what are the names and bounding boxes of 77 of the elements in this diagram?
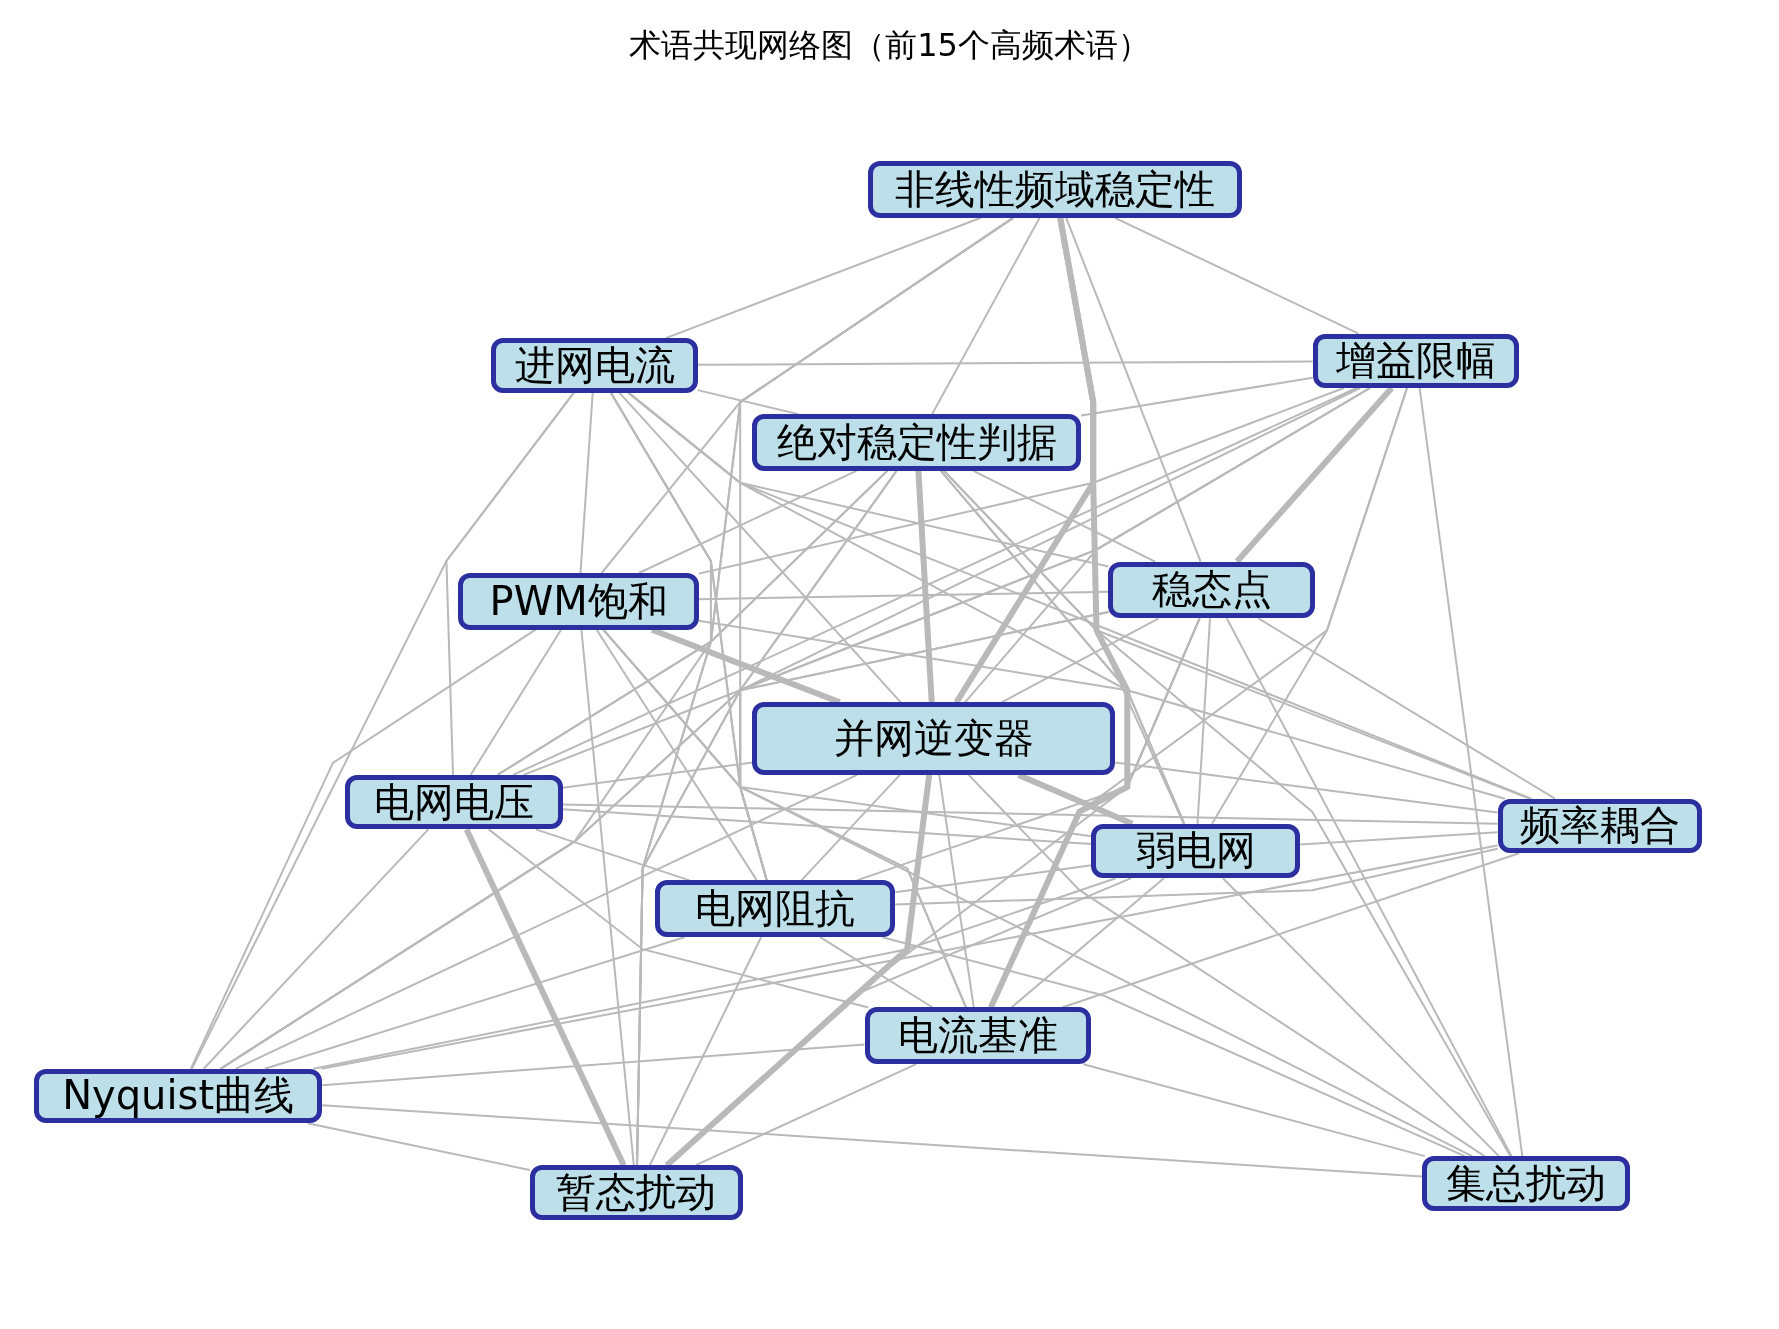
- co-occurrence-line: [320, 844, 1499, 1070]
- co-occurrence-line: [190, 391, 575, 1070]
- co-occurrence-line: [219, 610, 1110, 1070]
- term-box: 进网电流: [491, 338, 698, 393]
- co-occurrence-line: [579, 391, 594, 574]
- co-occurrence-line: [321, 1043, 866, 1087]
- term-box: 集总扰动: [1422, 1156, 1630, 1211]
- co-occurrence-line: [697, 387, 1345, 575]
- co-occurrence-line: [1418, 387, 1524, 1158]
- term-box: Nyquist曲线: [34, 1068, 323, 1124]
- term-box: 弱电网: [1091, 823, 1301, 879]
- term-box: PWM饱和: [458, 572, 699, 630]
- co-occurrence-line: [697, 590, 1110, 601]
- co-occurrence-line: [664, 216, 982, 340]
- co-occurrence-line: [202, 828, 430, 1070]
- co-occurrence-line: [1010, 877, 1165, 1009]
- co-occurrence-line: [1114, 761, 1499, 814]
- term-box: 电网阻抗: [654, 880, 896, 938]
- co-occurrence-line: [1221, 877, 1500, 1158]
- co-occurrence-line: [595, 628, 758, 882]
- co-occurrence-line: [1082, 1063, 1426, 1158]
- co-occurrence-line: [915, 470, 935, 703]
- co-occurrence-line: [487, 828, 870, 1009]
- co-occurrence-line: [972, 469, 1156, 563]
- co-occurrence-line: [534, 828, 691, 882]
- co-occurrence-line: [580, 628, 635, 1167]
- co-occurrence-line: [1080, 376, 1314, 417]
- co-occurrence-line: [1113, 216, 1360, 335]
- term-box: 暂态扰动: [529, 1165, 744, 1220]
- co-occurrence-line: [696, 360, 1314, 366]
- co-occurrence-line: [602, 628, 1473, 1158]
- term-box: 增益限幅: [1312, 333, 1520, 388]
- co-occurrence-line: [648, 936, 763, 1167]
- term-box: 电流基准: [864, 1007, 1092, 1065]
- co-occurrence-line: [561, 808, 1093, 846]
- co-occurrence-line: [638, 469, 858, 574]
- co-occurrence-line: [469, 628, 562, 776]
- co-occurrence-line: [463, 828, 627, 1167]
- co-occurrence-line: [694, 1063, 918, 1167]
- co-occurrence-line: [321, 1104, 1424, 1178]
- co-occurrence-line: [894, 847, 1499, 906]
- co-occurrence-line: [263, 936, 686, 1070]
- co-occurrence-line: [312, 877, 1117, 1070]
- co-occurrence-line: [627, 391, 1533, 800]
- co-occurrence-line: [1234, 386, 1394, 564]
- chart-title: 术语共现网络图（前15个高频术语）: [628, 25, 1151, 66]
- co-occurrence-line: [1196, 617, 1211, 825]
- co-occurrence-line: [234, 773, 858, 1070]
- term-box: 频率耦合: [1497, 798, 1702, 854]
- term-box: 绝对稳定性判据: [752, 414, 1082, 471]
- co-occurrence-line: [894, 864, 1093, 894]
- co-occurrence-line: [819, 936, 934, 1009]
- term-box: 电网电压: [344, 774, 563, 830]
- co-occurrence-line: [1061, 852, 1521, 1009]
- term-box: 非线性频域稳定性: [867, 161, 1243, 218]
- co-occurrence-line: [696, 389, 800, 416]
- co-occurrence-line: [1065, 216, 1202, 563]
- co-occurrence-line: [881, 936, 1466, 1158]
- co-occurrence-line: [1000, 617, 1160, 704]
- co-occurrence-line: [942, 469, 1512, 1158]
- co-occurrence-line: [189, 628, 537, 1070]
- co-occurrence-line: [967, 773, 1486, 1158]
- co-occurrence-line: [618, 391, 902, 704]
- co-occurrence-line: [800, 773, 901, 882]
- co-occurrence-line: [561, 803, 1499, 825]
- co-occurrence-line: [561, 761, 754, 789]
- co-occurrence-line: [1257, 617, 1556, 800]
- co-occurrence-line: [306, 1122, 531, 1171]
- co-occurrence-line: [512, 387, 1358, 776]
- co-occurrence-line: [931, 216, 1041, 416]
- co-occurrence-line: [938, 773, 975, 1009]
- co-occurrence-line: [1225, 617, 1513, 1158]
- term-box: 稳态点: [1108, 561, 1315, 619]
- co-occurrence-line: [1299, 831, 1499, 846]
- co-occurrence-line: [697, 619, 1506, 800]
- term-box: 并网逆变器: [752, 702, 1116, 775]
- co-occurrence-line: [988, 217, 1131, 1009]
